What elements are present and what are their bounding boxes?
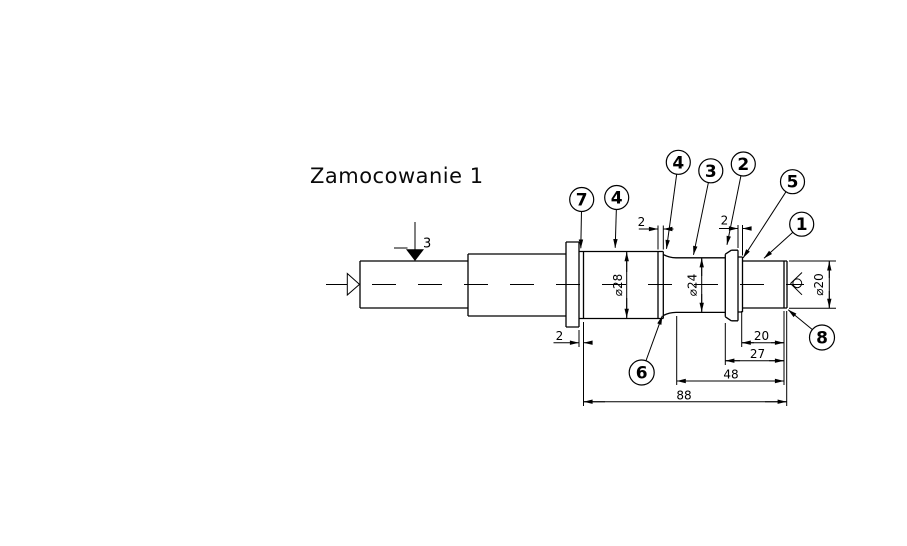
balloon-2: 2 [730, 151, 756, 177]
dim-len20-label: 20 [754, 329, 769, 343]
balloon-7-label: 7 [576, 191, 588, 211]
dim-groove-mid: 2 [638, 215, 674, 250]
balloon-3: 3 [698, 158, 724, 184]
dim-groove-right-label: 2 [721, 214, 729, 228]
balloon-4-right: 4 [665, 149, 691, 175]
dim-dia28-label: ⌀28 [611, 274, 625, 297]
dim-extension-lines [676, 311, 788, 406]
dim-len88-label: 88 [676, 388, 691, 402]
dim-len88: 88 [583, 388, 787, 404]
balloon-2-label: 2 [737, 155, 749, 175]
fixed-support-icon [346, 272, 361, 297]
dim-dia24-label: ⌀24 [686, 274, 700, 297]
balloon-7: 7 [569, 186, 595, 213]
balloon-6-label: 6 [636, 364, 648, 384]
clamp-icon: 3 [394, 222, 431, 261]
balloon-5: 5 [779, 169, 806, 195]
balloon-3-label: 3 [705, 162, 717, 182]
dim-dia24: ⌀24 [686, 258, 704, 312]
dim-len48: 48 [676, 367, 785, 384]
dim-len27-label: 27 [750, 347, 765, 361]
lathe-center-icon [790, 272, 803, 296]
balloon-4-left-label: 4 [611, 189, 623, 209]
dim-len48-label: 48 [723, 367, 738, 381]
dim-groove-mid-label: 2 [638, 215, 646, 229]
drawing-title: Zamocowanie 1 [310, 164, 484, 188]
balloon-1-label: 1 [796, 215, 808, 235]
balloon-1: 1 [789, 211, 815, 237]
dim-len27: 27 [725, 347, 785, 363]
dim-groove-left: 2 [553, 322, 593, 406]
dim-dia20-label: ⌀20 [812, 273, 826, 296]
balloon-8-label: 8 [816, 329, 828, 349]
shaft-outline [359, 241, 788, 328]
balloon-5-label: 5 [787, 173, 799, 193]
balloon-4-left: 4 [604, 184, 630, 211]
balloon-4-right-label: 4 [672, 153, 684, 173]
dim-dia20: ⌀20 [789, 260, 836, 309]
clamp-label: 3 [423, 237, 431, 252]
dim-groove-left-label: 2 [556, 329, 564, 343]
dim-len20: 20 [741, 329, 785, 345]
dim-groove-right: 2 [719, 214, 752, 256]
dim-dia28: ⌀28 [611, 252, 629, 318]
balloon-6: 6 [628, 359, 655, 386]
balloon-8: 8 [808, 324, 836, 351]
